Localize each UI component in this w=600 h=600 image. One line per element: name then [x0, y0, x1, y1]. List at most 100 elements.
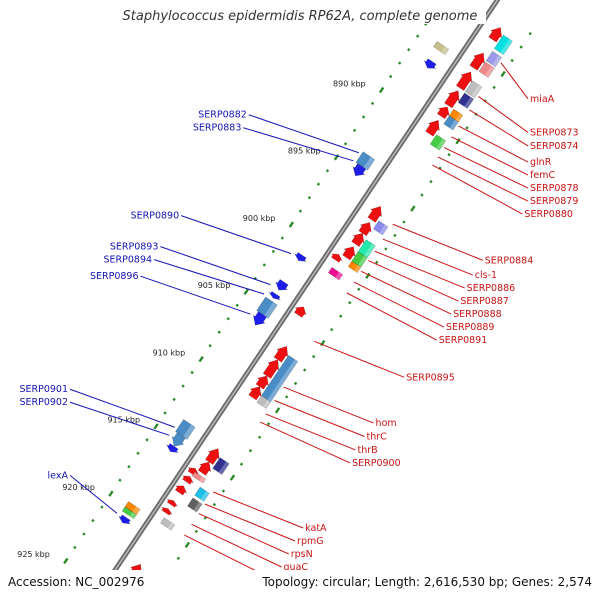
- gene-label-layer: SERP0882SERP0883SERP0890SERP0893SERP0894…: [19, 62, 579, 586]
- reverse-gene-0-shape: [493, 34, 513, 56]
- reverse-gene-24-shape: [294, 306, 307, 318]
- tick-mark: [127, 465, 131, 469]
- reverse-gene-11-sheen: [449, 119, 459, 131]
- reverse-gene-24: [294, 306, 307, 318]
- reverse-gene-8: [444, 90, 460, 109]
- reverse-gene-21: [347, 260, 362, 274]
- reverse-gene-3-shape: [478, 61, 495, 78]
- tick-mark: [91, 518, 95, 523]
- forward-gene-label: SERP0894: [104, 255, 153, 266]
- reverse-gene-label: SERP0884: [485, 255, 534, 266]
- reverse-gene-label: SERP0891: [439, 335, 488, 346]
- reverse-gene-1-shape: [488, 27, 502, 43]
- reverse-gene-32-shape: [212, 457, 230, 475]
- forward-gene-5-shape: [275, 278, 289, 291]
- reverse-gene-label: SERP0874: [530, 141, 579, 152]
- tick-mark: [492, 85, 496, 90]
- forward-gene-9: [175, 419, 196, 440]
- tick-mark: [190, 370, 194, 375]
- forward-gene-9-sheen: [182, 424, 196, 440]
- tick-mark: [316, 182, 321, 186]
- tick-mark: [302, 368, 307, 372]
- tick-mark: [172, 397, 176, 402]
- reverse-gene-23: [327, 266, 344, 281]
- tick-mark: [221, 489, 226, 493]
- reverse-gene-label: rpmG: [297, 536, 324, 547]
- reverse-gene-23-shape: [327, 266, 344, 281]
- forward-gene-label: SERP0901: [19, 384, 68, 395]
- reverse-gene-39-sheen: [193, 501, 203, 513]
- reverse-leader-line: [432, 164, 523, 215]
- forward-gene-3: [352, 163, 367, 177]
- reverse-gene-label: miaA: [530, 94, 555, 105]
- reverse-gene-42: [160, 517, 176, 531]
- kbp-marker-label: 900 kbp: [243, 214, 276, 223]
- tick-mark: [311, 354, 316, 359]
- reverse-gene-36-shape: [182, 475, 194, 485]
- reverse-leader-line: [500, 62, 529, 100]
- forward-leader-line: [248, 114, 359, 154]
- reverse-gene-label: SERP0888: [453, 309, 502, 320]
- reverse-gene-19-sheen: [357, 255, 368, 268]
- tick-mark: [519, 45, 523, 49]
- forward-gene-12-sheen: [132, 506, 141, 515]
- tick-mark: [455, 138, 461, 145]
- reverse-gene-label: thrB: [358, 445, 378, 456]
- kbp-marker-label: 910 kbp: [153, 348, 186, 357]
- reverse-gene-4: [469, 52, 485, 71]
- reverse-gene-30-sheen: [262, 399, 271, 409]
- forward-gene-0-shape: [433, 40, 450, 55]
- reverse-gene-16: [358, 222, 372, 237]
- forward-gene-4: [294, 252, 307, 262]
- reverse-gene-37-shape: [194, 486, 210, 502]
- tick-mark: [370, 101, 375, 106]
- reverse-gene-10-shape: [436, 106, 450, 120]
- tick-mark: [145, 438, 149, 442]
- reverse-gene-21-shape: [347, 260, 362, 274]
- reverse-gene-14: [367, 205, 382, 223]
- forward-leader-line: [160, 246, 271, 286]
- reverse-gene-9-shape: [448, 108, 464, 123]
- tick-mark: [248, 449, 253, 453]
- genome-backbone-highlight: [94, 0, 499, 600]
- reverse-gene-label: SERP0873: [530, 127, 579, 138]
- tick-mark: [82, 532, 86, 536]
- forward-gene-7-shape: [256, 296, 278, 319]
- reverse-gene-0-sheen: [500, 39, 513, 55]
- forward-gene-13: [121, 506, 137, 520]
- reverse-gene-35-sheen: [199, 476, 206, 484]
- reverse-gene-18-sheen: [363, 243, 376, 258]
- reverse-gene-9: [448, 108, 464, 123]
- forward-gene-9-shape: [175, 419, 196, 440]
- reverse-leader-line: [283, 386, 374, 424]
- forward-gene-7: [256, 296, 278, 319]
- reverse-gene-2: [485, 50, 503, 68]
- reverse-gene-37-sheen: [200, 491, 210, 502]
- forward-gene-label: SERP0882: [198, 110, 247, 121]
- accession-text: Accession: NC_002976: [8, 575, 144, 589]
- tick-mark: [73, 545, 77, 550]
- forward-gene-11: [166, 443, 179, 453]
- tick-mark: [416, 34, 420, 38]
- tick-mark: [384, 247, 388, 251]
- reverse-gene-25: [273, 345, 289, 363]
- forward-gene-label: SERP0883: [193, 123, 242, 134]
- tick-mark: [397, 61, 402, 65]
- forward-gene-3-shape: [352, 163, 367, 177]
- tick-mark: [271, 249, 276, 254]
- forward-gene-0: [433, 40, 450, 55]
- reverse-leader-line: [368, 260, 459, 302]
- forward-gene-13-shape: [121, 506, 137, 520]
- reverse-gene-33: [197, 461, 212, 476]
- forward-gene-10-shape: [171, 432, 186, 447]
- reverse-leader-line: [204, 503, 296, 542]
- reverse-leader-line: [392, 223, 483, 261]
- reverse-gene-label: guaC: [284, 562, 309, 573]
- reverse-gene-33-shape: [197, 461, 212, 476]
- reverse-gene-7-sheen: [464, 96, 474, 109]
- reverse-gene-17-shape: [351, 232, 365, 248]
- tick-mark: [393, 233, 397, 238]
- tick-mark: [217, 330, 221, 334]
- reverse-gene-label: SERP0886: [467, 283, 516, 294]
